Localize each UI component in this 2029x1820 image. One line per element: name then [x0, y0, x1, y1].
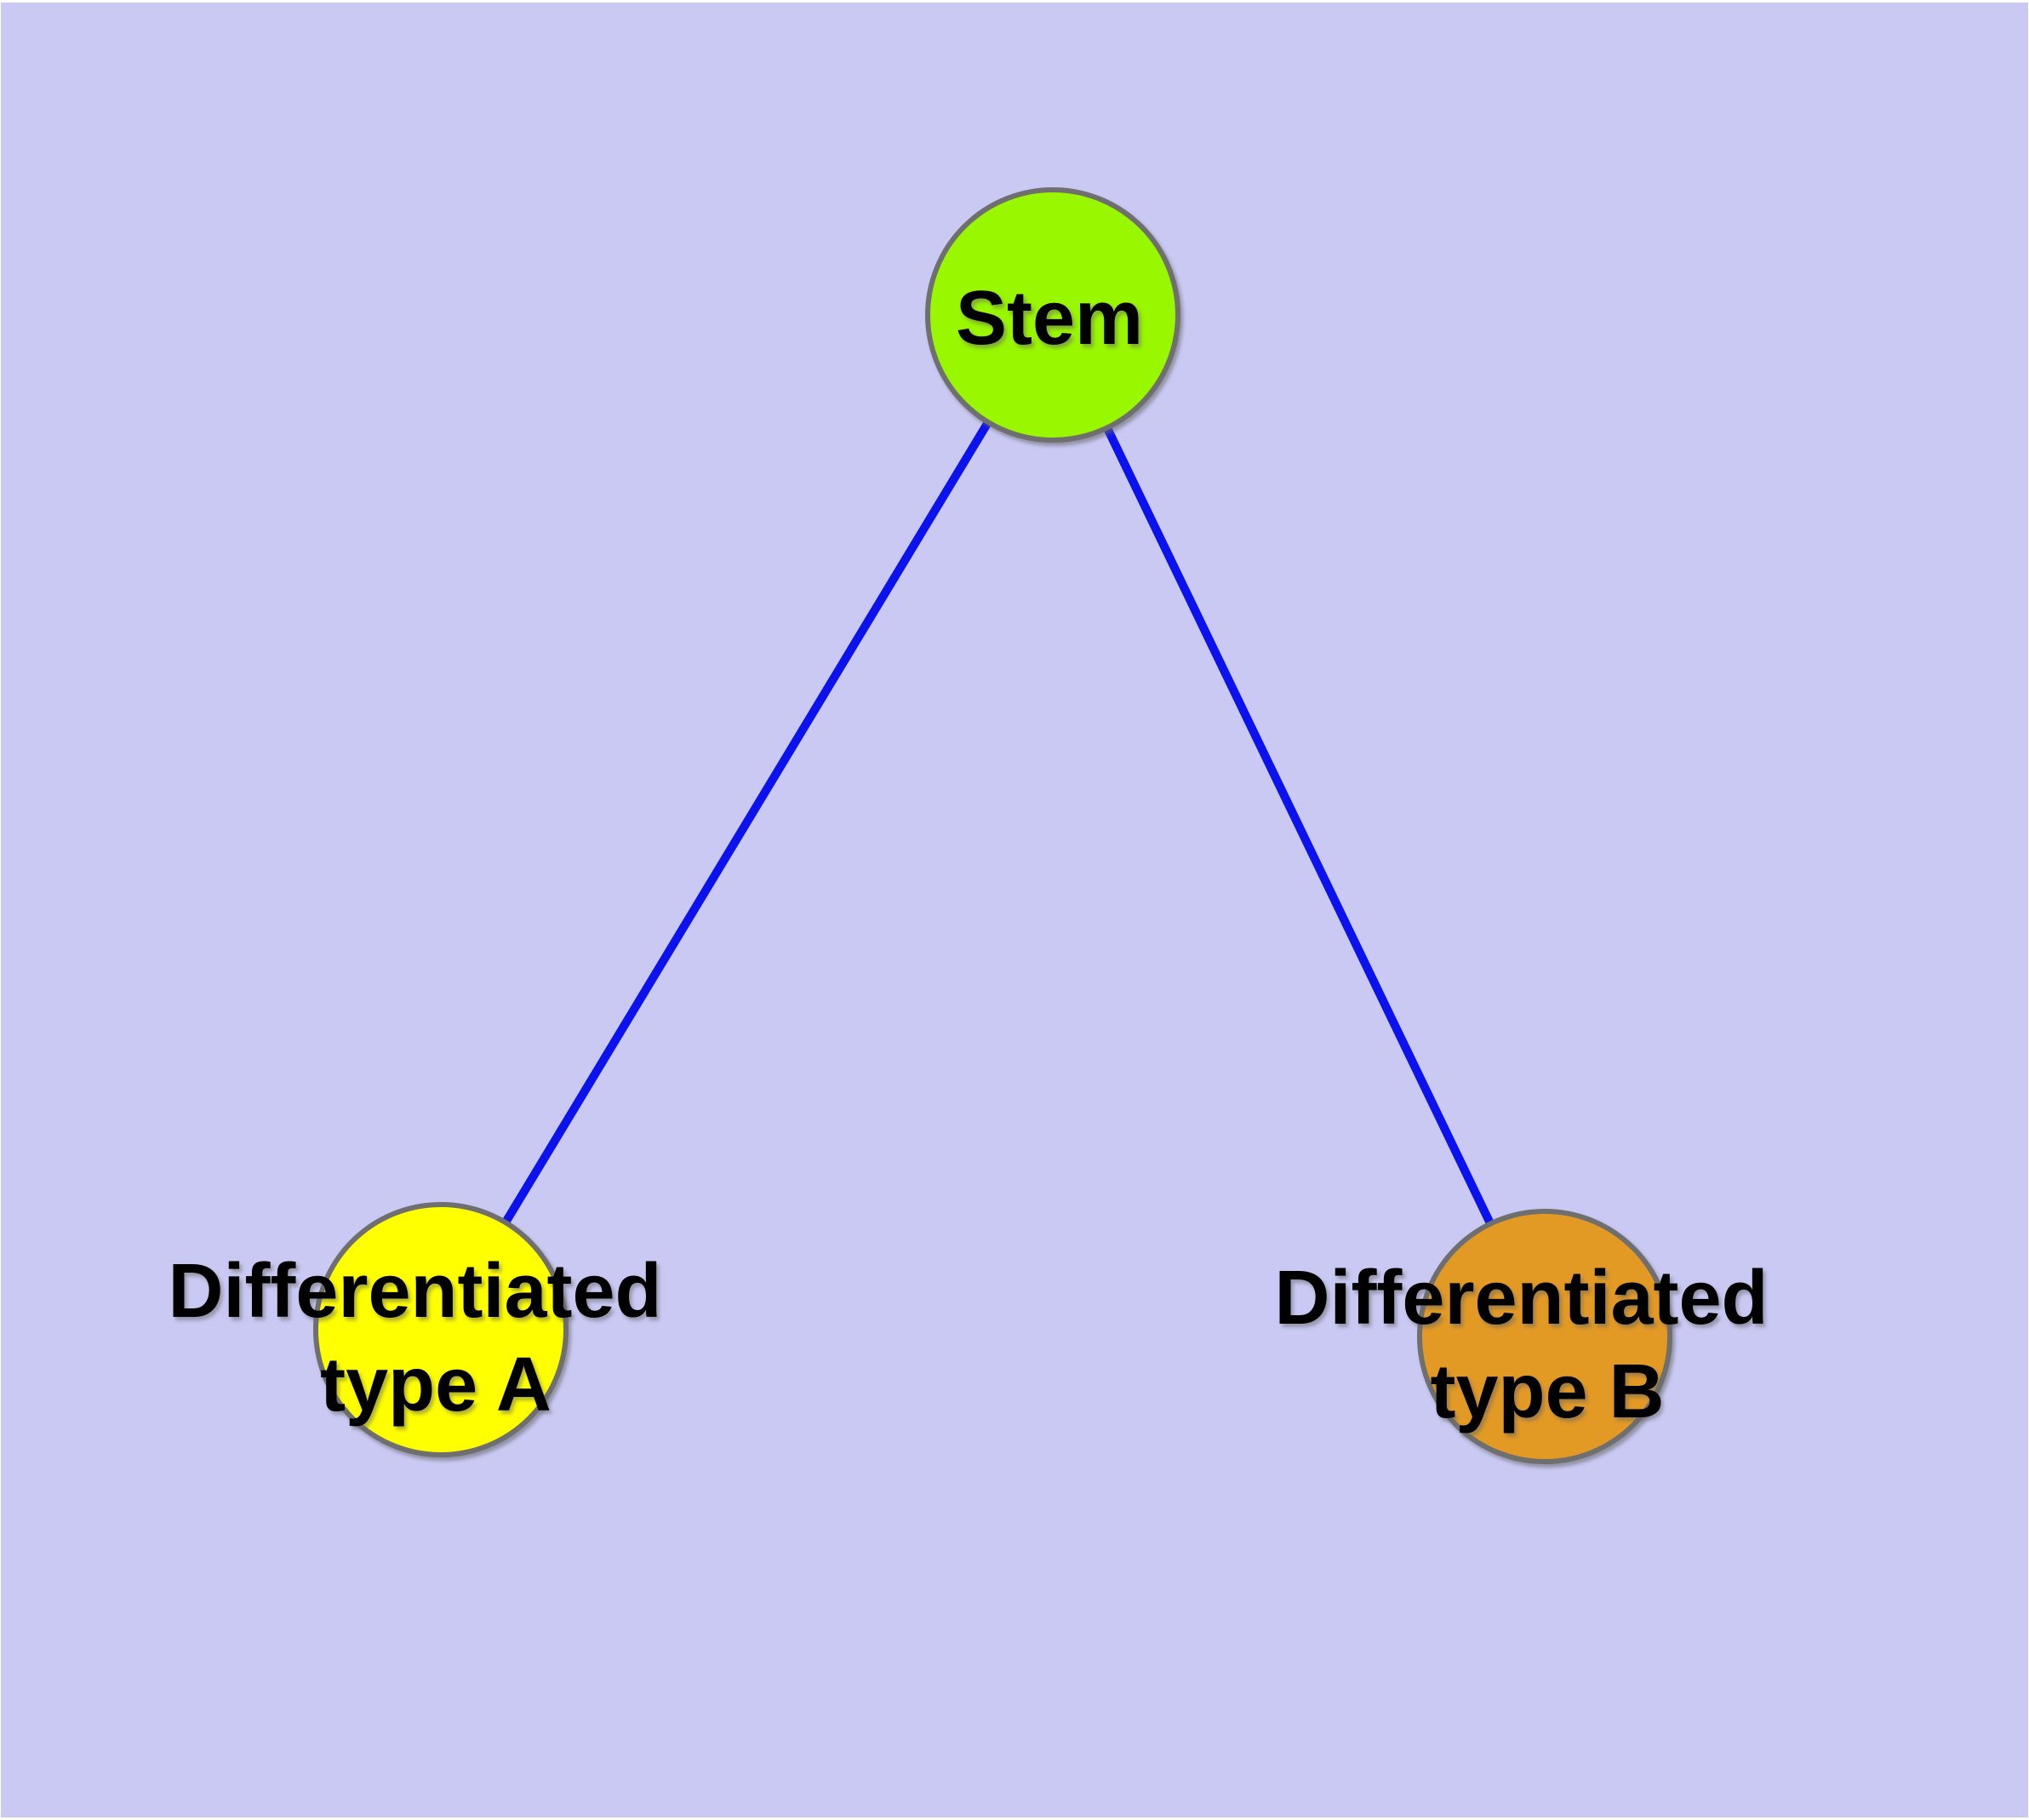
node-type-b-label-line1: Differentiated: [1274, 1256, 1768, 1341]
node-type-b-label: Differentiated type B: [1274, 1256, 1789, 1434]
node-differentiated-type-a: [313, 1202, 569, 1457]
node-type-a-label-line1: Differentiated: [168, 1249, 661, 1334]
node-stem: [925, 187, 1180, 443]
node-type-b-label-line2: type B: [1430, 1349, 1664, 1434]
edge-stem-to-type-b: [1049, 312, 1549, 1339]
edge-stem-to-type-a: [437, 312, 1057, 1332]
node-differentiated-type-b: [1417, 1209, 1672, 1464]
node-type-a-label: Differentiated type A: [168, 1249, 683, 1428]
node-type-a-label-line2: type A: [320, 1342, 552, 1428]
node-stem-label: Stem: [956, 276, 1143, 361]
